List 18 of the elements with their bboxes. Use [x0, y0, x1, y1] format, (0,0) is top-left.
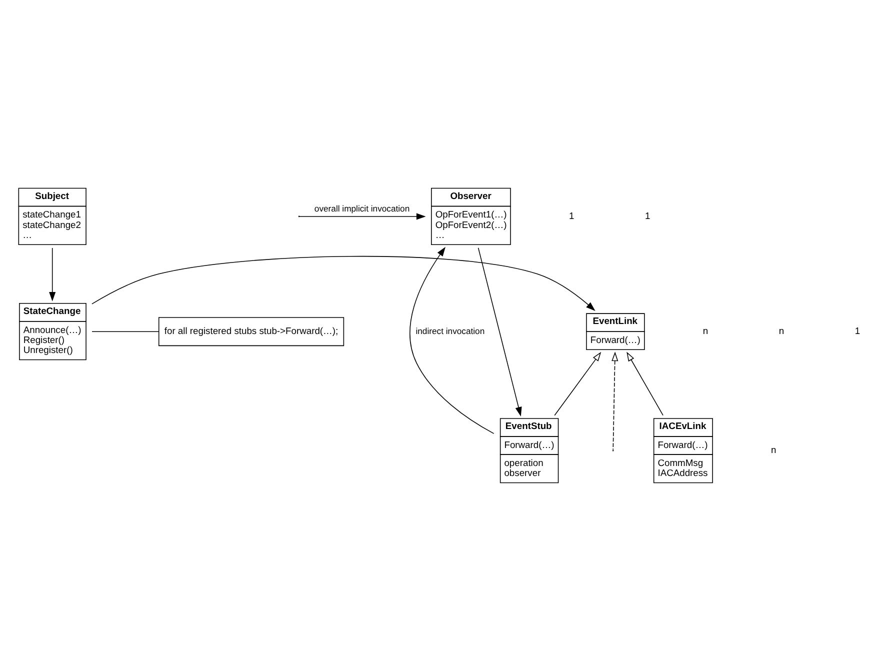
arrow	[478, 248, 522, 416]
arrow	[612, 352, 618, 450]
connector	[92, 331, 159, 332]
arrow	[554, 352, 602, 416]
label: n	[771, 444, 776, 456]
label: n	[778, 325, 784, 336]
arrow	[626, 352, 664, 416]
label: n	[702, 325, 708, 336]
label: 1	[854, 325, 860, 336]
edge-label: overall implicit invocation	[314, 204, 410, 214]
edge-label: indirect invocation	[416, 326, 485, 336]
arrow	[49, 248, 56, 302]
label: 1	[644, 210, 650, 221]
arrow	[410, 246, 494, 434]
arrow	[92, 256, 596, 311]
label: 1	[568, 210, 574, 221]
arrow	[299, 213, 426, 220]
node-box: for all registered stubs stub->Forward(…);	[158, 317, 344, 346]
